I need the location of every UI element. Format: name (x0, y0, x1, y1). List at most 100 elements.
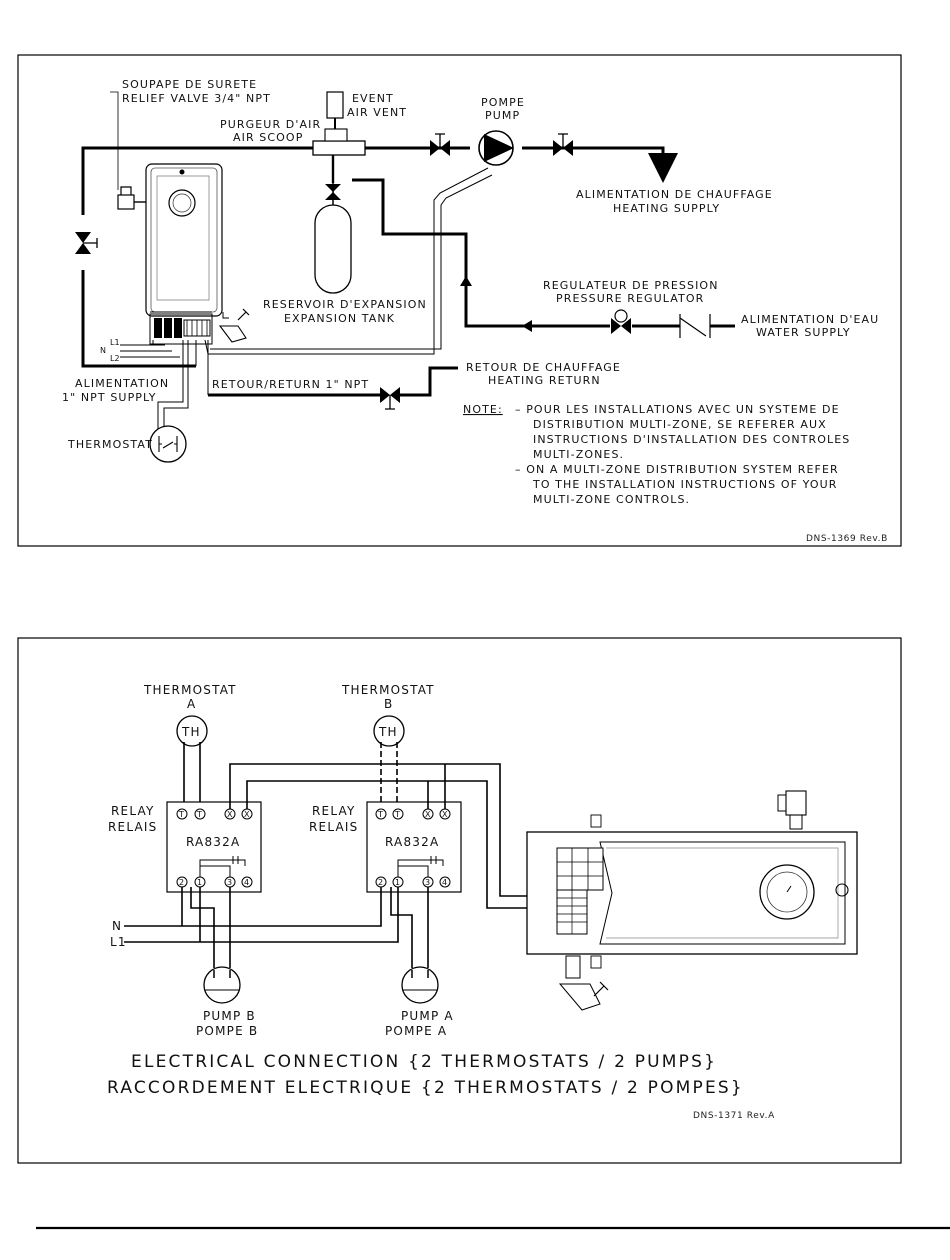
expansion-tank-icon (314, 204, 352, 294)
air-vent-label-en: AIR VENT (347, 106, 407, 119)
relay-b-label-fr: RELAIS (309, 820, 358, 834)
air-scoop-label-fr: PURGEUR D'AIR (220, 118, 321, 131)
supply-pipe-lower (81, 270, 196, 368)
l2-label: L2 (110, 354, 120, 363)
relay-a-contact-icon (199, 856, 246, 877)
electrical-diagram-frame (17, 637, 902, 1164)
water-heater (145, 163, 223, 345)
air-vent-icon (326, 91, 344, 129)
pump-a-wires (390, 887, 429, 968)
terminal-label: 4 (244, 878, 249, 887)
note-line: MULTI-ZONE CONTROLS. (533, 493, 690, 506)
relay-b-label-en: RELAY (312, 804, 356, 818)
thermostat-b-th: TH (378, 725, 398, 739)
terminal-label: 1 (395, 878, 400, 887)
note-line: INSTRUCTIONS D'INSTALLATION DES CONTROLE… (533, 433, 850, 446)
relief-valve-label-fr: SOUPAPE DE SURETE (122, 78, 257, 91)
heating-supply-outlet (522, 146, 678, 183)
power-supply-label-en: 1" NPT SUPPLY (62, 391, 157, 404)
flow-arrow-left-icon (522, 320, 532, 332)
makeup-water-pipe (352, 178, 610, 328)
terminal-icon (439, 876, 451, 888)
terminal-icon (241, 876, 253, 888)
drain-valve-icon (218, 308, 250, 343)
relay-a-x2-wire (246, 780, 557, 909)
electrical-diagram: THERMOSTAT A THERMOSTAT B TH TH RELAY RE… (17, 637, 902, 1164)
thermostat-b-label: THERMOSTAT (341, 683, 435, 697)
terminal-label: 3 (227, 878, 232, 887)
pump-a-label-en: PUMP A (401, 1009, 454, 1023)
pump-b-wires (190, 887, 231, 968)
terminal-icon (176, 808, 188, 820)
air-scoop-icon (312, 128, 366, 183)
terminal-label: X (442, 810, 448, 819)
flow-arrow-up-icon (460, 276, 472, 286)
terminal-label: 4 (442, 878, 447, 887)
note-label: NOTE: (463, 403, 503, 416)
relay-b-model: RA832A (385, 835, 439, 849)
drawing-reference: DNS-1371 Rev.A (693, 1111, 775, 1121)
installation-note: NOTE: – POUR LES INSTALLATIONS AVEC UN S… (463, 403, 850, 506)
thermostat-wires (157, 340, 189, 438)
terminal-label: 2 (378, 878, 383, 887)
relay-a: RA832A T T X X 2 1 3 4 (166, 801, 262, 893)
pressure-regulator-label-fr: REGULATEUR DE PRESSION (543, 279, 719, 292)
thermostat-a-wires (183, 742, 201, 806)
expansion-valve-icon (325, 183, 341, 205)
supply-pipe-left (81, 146, 313, 215)
relay-b: RA832A T T X X 2 1 3 4 (366, 801, 462, 893)
heating-return-pipe (400, 366, 458, 397)
air-scoop-label-en: AIR SCOOP (233, 131, 303, 144)
line-label: L1 (110, 935, 127, 949)
note-line: – POUR LES INSTALLATIONS AVEC UN SYSTEME… (515, 403, 840, 416)
terminal-label: X (244, 810, 250, 819)
relief-valve-icon (777, 790, 807, 830)
return-valve-icon (380, 387, 400, 410)
note-line: DISTRIBUTION MULTI-ZONE, SE REFERER AUX (533, 418, 827, 431)
terminal-label: T (377, 810, 383, 819)
relay-a-x-wire (229, 763, 557, 897)
relay-a-label-en: RELAY (111, 804, 155, 818)
terminal-label: 2 (179, 878, 184, 887)
terminal-icon (392, 808, 404, 820)
note-line: MULTI-ZONES. (533, 448, 624, 461)
check-valve-icon (679, 314, 711, 338)
terminal-label: X (227, 810, 233, 819)
pump-return-outer (208, 167, 489, 355)
diagram-title-en: ELECTRICAL CONNECTION {2 THERMOSTATS / 2… (131, 1052, 717, 1072)
diagram-title-fr: RACCORDEMENT ELECTRIQUE {2 THERMOSTATS /… (107, 1078, 744, 1098)
pressure-gauge-icon (168, 189, 196, 217)
pressure-regulator-label-en: PRESSURE REGULATOR (556, 292, 704, 305)
return-label: RETOUR/RETURN 1" NPT (212, 378, 369, 391)
thermostat-a-icon: TH (176, 715, 208, 747)
terminal-label: T (196, 810, 202, 819)
thermostat-b-wires (380, 742, 398, 806)
drain-valve-icon (558, 955, 609, 1011)
heating-supply-label-fr: ALIMENTATION DE CHAUFFAGE (576, 188, 773, 201)
n-label: N (100, 346, 106, 355)
piping-diagram-frame (17, 54, 902, 547)
terminal-label: T (178, 810, 184, 819)
thermostat-label: THERMOSTAT (67, 438, 153, 451)
pump-b-icon (203, 966, 241, 1004)
terminal-icon (375, 808, 387, 820)
relief-valve-icon (110, 91, 146, 210)
terminal-label: X (425, 810, 431, 819)
pump-label-fr: POMPE (481, 96, 525, 109)
air-vent-label-fr: EVENT (352, 92, 394, 105)
relief-valve-label-en: RELIEF VALVE 3/4" NPT (122, 92, 271, 105)
pump-a-icon (401, 966, 439, 1004)
boiler-unit (526, 814, 858, 969)
pump-b-label-fr: POMPE B (196, 1024, 258, 1038)
thermostat-b-icon: TH (373, 715, 405, 747)
pump-return-inner (210, 174, 493, 350)
expansion-tank-label-fr: RESERVOIR D'EXPANSION (263, 298, 427, 311)
water-supply-label-fr: ALIMENTATION D'EAU (741, 313, 879, 326)
terminal-label: 3 (425, 878, 430, 887)
heating-return-label-en: HEATING RETURN (488, 374, 601, 387)
thermostat-b-letter: B (384, 697, 393, 711)
isolation-valve-icon (430, 133, 450, 156)
neutral-label: N (112, 919, 122, 933)
relay-b-x-wires (427, 764, 446, 809)
